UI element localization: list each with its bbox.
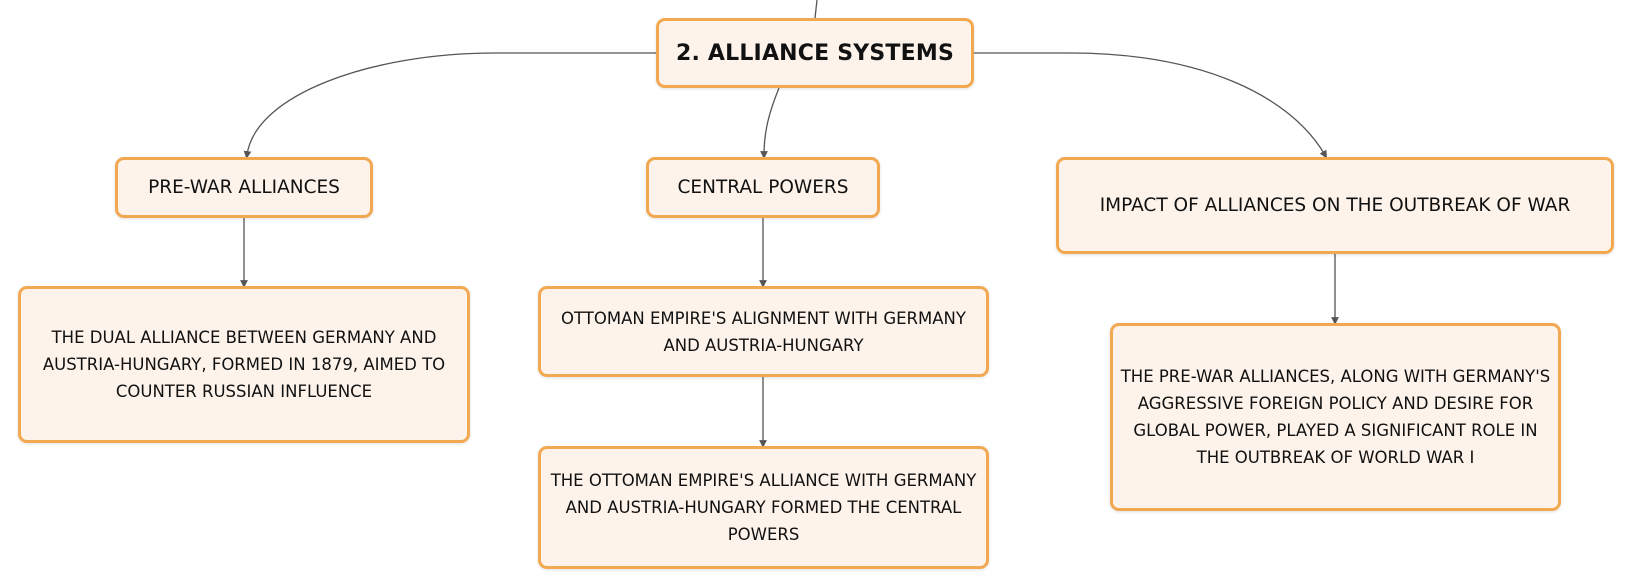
subtopic-label: THE PRE-WAR ALLIANCES, ALONG WITH GERMAN… — [1120, 367, 1551, 467]
topic-label: CENTRAL POWERS — [677, 177, 849, 198]
connector-parent-to-root — [814, 0, 818, 19]
topic-node-central-powers[interactable]: CENTRAL POWERS — [646, 157, 880, 218]
subtopic-node-dual-alliance[interactable]: THE DUAL ALLIANCE BETWEEN GERMANY AND AU… — [18, 286, 470, 443]
topic-node-impact-of-alliances[interactable]: IMPACT OF ALLIANCES ON THE OUTBREAK OF W… — [1056, 157, 1614, 254]
topic-node-pre-war-alliances[interactable]: PRE-WAR ALLIANCES — [115, 157, 373, 218]
subtopic-node-pre-war-role[interactable]: THE PRE-WAR ALLIANCES, ALONG WITH GERMAN… — [1110, 323, 1561, 511]
central-topic-node[interactable]: 2. ALLIANCE SYSTEMS — [656, 18, 974, 88]
central-topic-label: 2. ALLIANCE SYSTEMS — [675, 40, 955, 66]
topic-label: IMPACT OF ALLIANCES ON THE OUTBREAK OF W… — [1099, 195, 1571, 216]
subtopic-label: THE DUAL ALLIANCE BETWEEN GERMANY AND AU… — [42, 328, 446, 401]
subtopic-label: THE OTTOMAN EMPIRE'S ALLIANCE WITH GERMA… — [550, 471, 977, 544]
subtopic-label: OTTOMAN EMPIRE'S ALIGNMENT WITH GERMANY … — [561, 308, 966, 355]
topic-label: PRE-WAR ALLIANCES — [148, 177, 340, 198]
subtopic-node-ottoman-alignment[interactable]: OTTOMAN EMPIRE'S ALIGNMENT WITH GERMANY … — [538, 286, 989, 377]
connector-root-to-central — [760, 87, 780, 159]
connector-root-to-impact — [974, 52, 1327, 159]
connector-root-to-pre-war — [243, 52, 656, 159]
subtopic-node-ottoman-alliance[interactable]: THE OTTOMAN EMPIRE'S ALLIANCE WITH GERMA… — [538, 446, 989, 569]
